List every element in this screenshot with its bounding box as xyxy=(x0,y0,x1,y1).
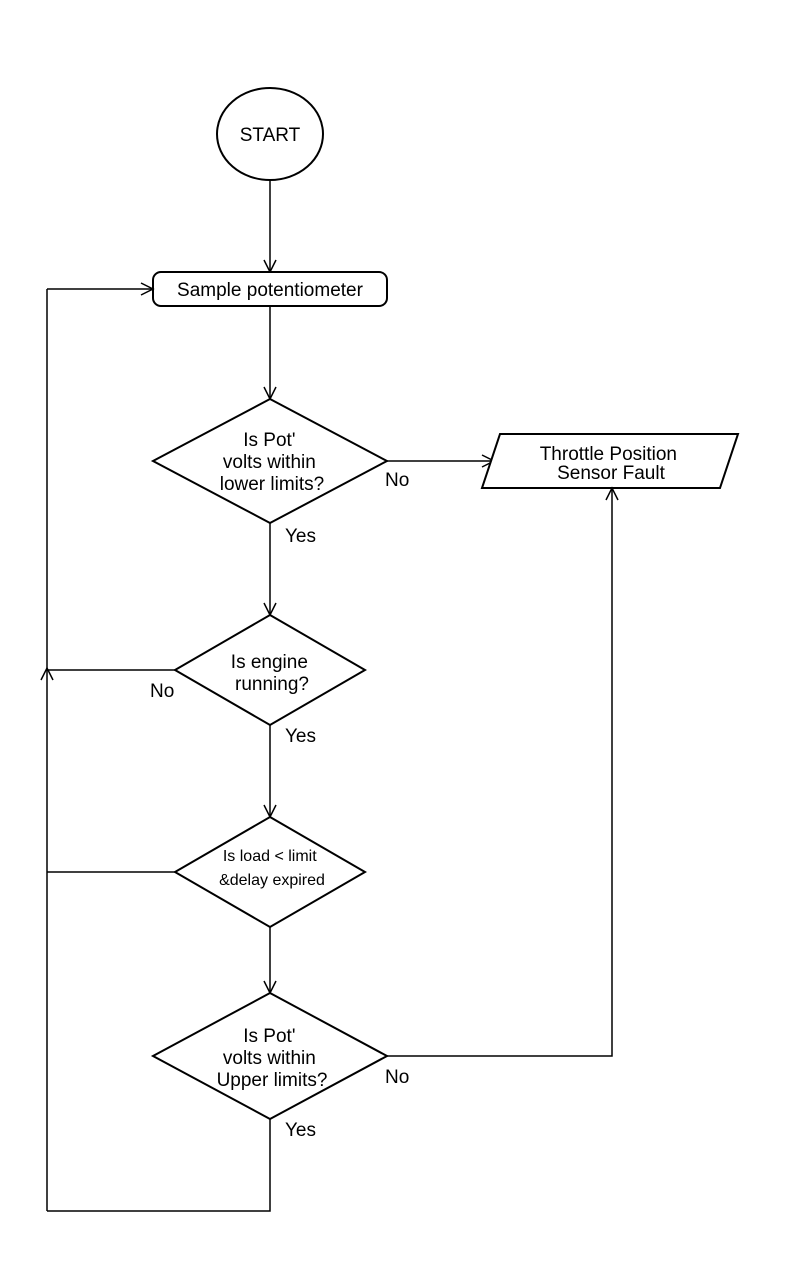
load-line-2: &delay expired xyxy=(219,872,325,889)
upper-limits-text: Is Pot' volts within Upper limits? xyxy=(217,1026,328,1091)
engine-line-1: Is engine xyxy=(231,652,308,673)
upper-limits-line-2: volts within xyxy=(223,1048,316,1069)
sample-label: Sample potentiometer xyxy=(177,280,364,301)
lower-no-label: No xyxy=(385,470,409,491)
upper-limits-decision: Is Pot' volts within Upper limits? xyxy=(150,991,390,1121)
upper-no-label: No xyxy=(385,1067,409,1088)
engine-line-2: running? xyxy=(235,674,309,695)
fault-line-2: Sensor Fault xyxy=(557,463,665,484)
start-node: START xyxy=(216,87,324,181)
upper-limits-line-1: Is Pot' xyxy=(243,1026,295,1047)
engine-running-decision: Is engine running? xyxy=(173,613,367,727)
upper-limits-line-3: Upper limits? xyxy=(217,1070,328,1091)
engine-yes-label: Yes xyxy=(285,726,316,747)
lower-limits-line-1: Is Pot' xyxy=(243,430,295,451)
connector-upper-no-to-fault xyxy=(387,488,613,1057)
load-line-1: Is load < limit xyxy=(223,848,317,865)
engine-running-text: Is engine running? xyxy=(231,652,313,695)
upper-yes-label: Yes xyxy=(285,1120,316,1141)
sample-node: Sample potentiometer xyxy=(152,271,388,307)
lower-limits-text: Is Pot' volts within lower limits? xyxy=(220,430,325,495)
engine-no-label: No xyxy=(150,681,174,702)
load-limit-decision: Is load < limit &delay expired xyxy=(173,815,367,929)
arrowhead-fault-bottom xyxy=(605,486,619,501)
lower-limits-line-3: lower limits? xyxy=(220,474,325,495)
fault-node: Throttle Position Sensor Fault xyxy=(480,433,740,489)
start-label: START xyxy=(240,125,301,146)
fault-text: Throttle Position Sensor Fault xyxy=(540,444,683,484)
arrowhead-sample-left xyxy=(140,282,155,296)
lower-limits-line-2: volts within xyxy=(223,452,316,473)
lower-yes-label: Yes xyxy=(285,526,316,547)
connector-upper-yes-loop xyxy=(47,1119,271,1212)
arrowhead-left-return-up xyxy=(40,666,54,681)
load-limit-text: Is load < limit &delay expired xyxy=(219,848,325,889)
lower-limits-decision: Is Pot' volts within lower limits? xyxy=(150,397,390,525)
fault-line-1: Throttle Position xyxy=(540,444,677,465)
